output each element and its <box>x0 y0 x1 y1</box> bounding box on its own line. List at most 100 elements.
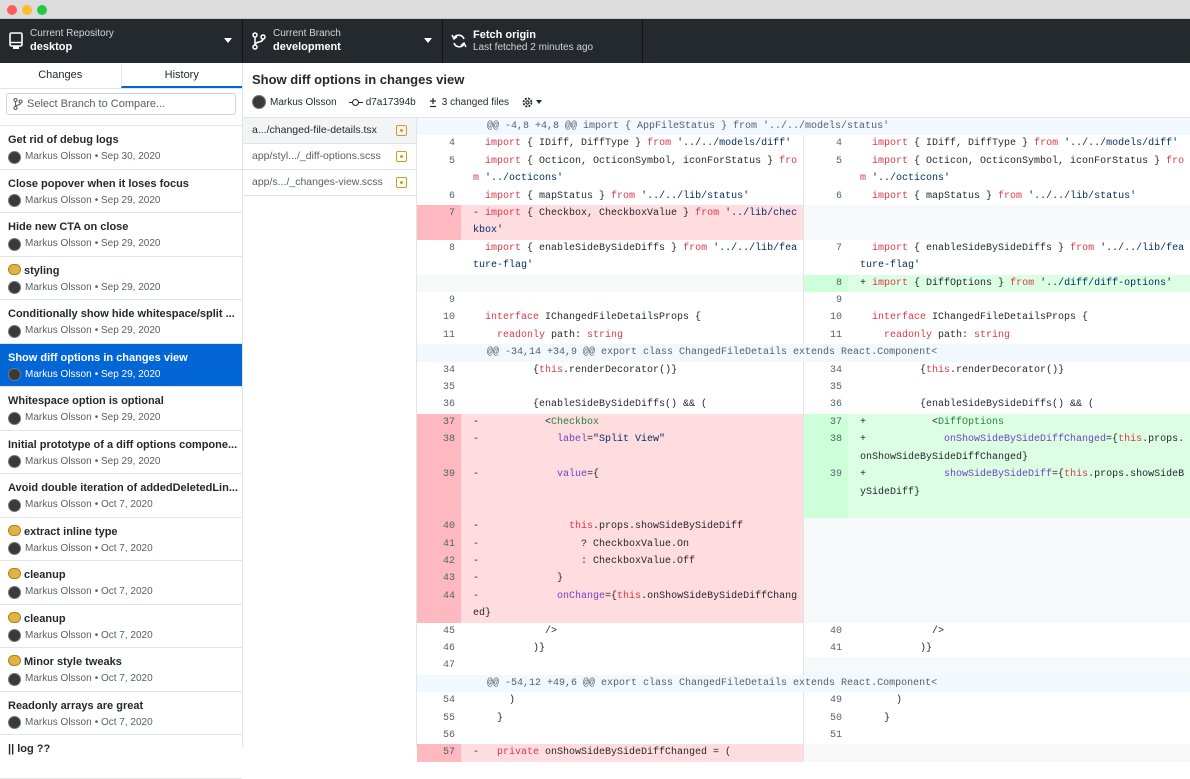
line-number[interactable]: 8 <box>804 274 848 293</box>
line-number[interactable]: 5 <box>835 155 842 167</box>
commit-sha[interactable]: d7a17394b <box>365 96 416 108</box>
branch-selector[interactable]: Current Branch development <box>243 19 443 63</box>
line-number[interactable]: 46 <box>442 642 455 654</box>
diff-new-side[interactable] <box>803 205 1190 240</box>
line-number[interactable]: 42 <box>417 552 461 571</box>
diff-new-side[interactable]: 40 /> <box>803 622 1190 640</box>
diff-old-side[interactable]: 34 {this.renderDecorator()} <box>417 362 803 379</box>
line-number[interactable]: 35 <box>442 382 455 394</box>
diff-new-side[interactable]: 9 <box>803 292 1190 310</box>
diff-new-side[interactable]: 8+ import { DiffOptions } from '../diff/… <box>803 274 1190 293</box>
diff-old-side[interactable]: 35 <box>417 379 803 396</box>
line-number[interactable]: 8 <box>448 242 455 254</box>
diff-new-side[interactable]: 10 interface IChangedFileDetailsProps { <box>803 309 1190 327</box>
line-number[interactable]: 39 <box>417 466 461 519</box>
line-number[interactable]: 38 <box>417 431 461 467</box>
diff-new-side[interactable]: 39+ showSideBySideDiff={this.props.showS… <box>803 466 1190 519</box>
tab-history[interactable]: History <box>120 63 242 88</box>
diff-new-side[interactable] <box>803 744 1190 762</box>
diff-new-side[interactable] <box>803 518 1190 536</box>
line-number[interactable]: 41 <box>417 535 461 553</box>
line-number[interactable]: 45 <box>442 625 455 637</box>
line-number[interactable] <box>804 744 848 761</box>
diff-new-side[interactable]: 34 {this.renderDecorator()} <box>803 361 1190 380</box>
diff-old-side[interactable]: 46 )} <box>417 640 803 657</box>
line-number[interactable]: 10 <box>442 312 455 324</box>
diff-old-side[interactable]: 45 /> <box>417 623 803 640</box>
diff-new-side[interactable]: 37+ <DiffOptions <box>803 413 1190 432</box>
diff-old-side[interactable]: 44- onChange={this.onShowSideBySideDiffC… <box>417 587 803 623</box>
diff-new-side[interactable]: 35 <box>803 379 1190 397</box>
diff-new-side[interactable] <box>803 535 1190 553</box>
line-number[interactable] <box>804 570 848 587</box>
diff-old-side[interactable]: 8 import { enableSideBySideDiffs } from … <box>417 240 803 275</box>
diff-old-side[interactable]: 7- import { Checkbox, CheckboxValue } fr… <box>417 205 803 240</box>
diff-old-side[interactable]: 41- ? CheckboxValue.On <box>417 535 803 553</box>
commit-list-item[interactable]: Initial prototype of a diff options comp… <box>0 431 242 474</box>
tab-changes[interactable]: Changes <box>38 69 83 81</box>
line-number[interactable]: 36 <box>442 399 455 411</box>
line-number[interactable]: 37 <box>417 413 461 432</box>
compare-branch-input[interactable]: Select Branch to Compare... <box>6 93 236 115</box>
line-number[interactable] <box>804 553 848 570</box>
diff-new-side[interactable]: 51 <box>803 726 1190 745</box>
line-number[interactable]: 40 <box>829 625 842 637</box>
diff-new-side[interactable]: 6 import { mapStatus } from '../../lib/s… <box>803 187 1190 206</box>
diff-old-side[interactable]: 9 <box>417 292 803 309</box>
changed-file-item[interactable]: a.../changed-file-details.tsx <box>243 118 416 144</box>
diff-new-side[interactable]: 41 )} <box>803 639 1190 658</box>
changed-file-item[interactable]: app/s.../_changes-view.scss <box>243 170 416 196</box>
diff-old-side[interactable]: 38- label="Split View" <box>417 431 803 467</box>
line-number[interactable]: 44 <box>417 587 461 623</box>
line-number[interactable] <box>804 536 848 553</box>
line-number[interactable]: 10 <box>829 312 842 324</box>
line-number[interactable]: 49 <box>829 695 842 707</box>
line-number[interactable]: 5 <box>448 155 455 167</box>
line-number[interactable]: 34 <box>829 364 842 376</box>
line-number[interactable]: 41 <box>829 642 842 654</box>
minimize-window-button[interactable] <box>22 5 32 15</box>
diff-old-side[interactable]: 36 {enableSideBySideDiffs() && ( <box>417 396 803 413</box>
line-number[interactable]: 34 <box>442 364 455 376</box>
commit-list-item[interactable]: Avoid double iteration of addedDeletedLi… <box>0 474 242 518</box>
line-number[interactable]: 9 <box>448 295 455 307</box>
diff-old-side[interactable]: 55 } <box>417 710 803 727</box>
diff-new-side[interactable] <box>803 587 1190 623</box>
line-number[interactable]: 7 <box>835 242 842 254</box>
line-number[interactable]: 38 <box>804 431 848 467</box>
diff-old-side[interactable]: 40- this.props.showSideBySideDiff <box>417 518 803 536</box>
diff-new-side[interactable] <box>803 552 1190 571</box>
line-number[interactable]: 43 <box>417 570 461 588</box>
diff-old-side[interactable] <box>417 274 803 293</box>
line-number[interactable]: 57 <box>417 744 461 762</box>
diff-old-side[interactable]: 54 ) <box>417 692 803 709</box>
diff-new-side[interactable]: 49 ) <box>803 692 1190 710</box>
diff-old-side[interactable]: 42- : CheckboxValue.Off <box>417 552 803 571</box>
line-number[interactable]: 54 <box>442 695 455 707</box>
diff-hunk-header[interactable]: @@ -54,12 +49,6 @@ export class ChangedF… <box>417 674 1190 693</box>
close-window-button[interactable] <box>7 5 17 15</box>
line-number[interactable]: 39 <box>804 466 848 519</box>
line-number[interactable] <box>804 205 848 240</box>
line-number[interactable]: 55 <box>442 712 455 724</box>
commit-list-item[interactable]: || log ?? <box>0 735 242 779</box>
diff-old-side[interactable]: 10 interface IChangedFileDetailsProps { <box>417 309 803 326</box>
line-number[interactable]: 4 <box>835 138 842 150</box>
line-number[interactable]: 9 <box>835 295 842 307</box>
diff-old-side[interactable]: 5 import { Octicon, OcticonSymbol, iconF… <box>417 153 803 188</box>
line-number[interactable]: 11 <box>829 329 842 341</box>
diff-old-side[interactable]: 6 import { mapStatus } from '../../lib/s… <box>417 188 803 205</box>
line-number[interactable] <box>804 518 848 535</box>
diff-old-side[interactable]: 39- value={ <box>417 466 803 519</box>
line-number[interactable]: 11 <box>442 329 455 341</box>
